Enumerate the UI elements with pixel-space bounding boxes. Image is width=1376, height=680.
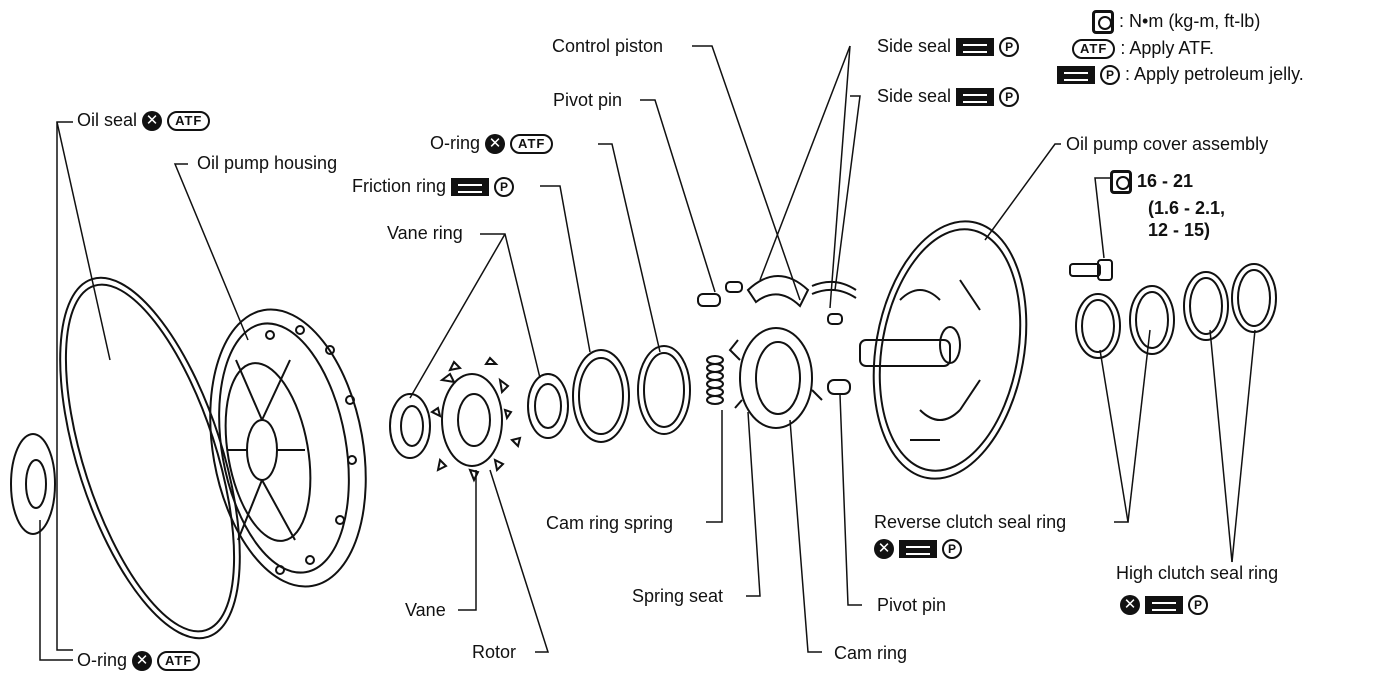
replace-x-icon: ✕ xyxy=(132,651,153,672)
oil-pump-cover-part xyxy=(859,220,1028,480)
p-symbol-icon: P xyxy=(1100,65,1121,86)
vane-ring-part xyxy=(527,373,569,439)
friction-ring-part xyxy=(572,349,630,443)
rotor-and-vanes-part xyxy=(430,356,522,483)
o-ring-small-part xyxy=(10,433,56,535)
reverse-clutch-seal-ring-part xyxy=(1075,293,1121,359)
cam-ring-spring-part xyxy=(706,355,724,405)
label-reverse-clutch-seal-ring: Reverse clutch seal ring xyxy=(874,512,1067,532)
legend-jelly: P : Apply petroleum jelly. xyxy=(1057,64,1304,86)
side-seal-part xyxy=(811,280,857,299)
pivot-pin-top-part xyxy=(697,293,721,307)
petroleum-jelly-icon xyxy=(956,88,995,107)
atf-icon: ATF xyxy=(157,651,201,672)
label-rotor: Rotor xyxy=(472,642,517,662)
label-high-clutch-seal-ring: High clutch seal ring xyxy=(1116,563,1279,583)
atf-icon: ATF xyxy=(510,134,554,155)
high-clutch-symbols: ✕ P xyxy=(1120,594,1209,616)
replace-x-icon: ✕ xyxy=(485,134,506,155)
torque-spec-line2: (1.6 - 2.1, xyxy=(1148,198,1226,218)
friction-ring-small-part xyxy=(389,393,431,459)
petroleum-jelly-icon xyxy=(1057,66,1095,85)
cam-ring-part xyxy=(728,327,823,429)
label-oil-seal: Oil seal ✕ ATF xyxy=(77,110,211,132)
legend-torque: : N•m (kg-m, ft-lb) xyxy=(1092,10,1260,34)
bolt-part xyxy=(1069,259,1113,281)
high-clutch-seal-ring-part xyxy=(1183,271,1229,341)
petroleum-jelly-icon xyxy=(956,38,995,57)
oil-seal-ring-part xyxy=(59,276,241,640)
label-o-ring-top: O-ring ✕ ATF xyxy=(430,133,554,155)
p-symbol-icon: P xyxy=(999,37,1020,58)
petroleum-jelly-icon xyxy=(899,540,938,559)
replace-x-icon: ✕ xyxy=(142,111,163,132)
label-side-seal-1: Side seal P xyxy=(877,36,1020,58)
atf-icon: ATF xyxy=(167,111,211,132)
label-cam-ring-spring: Cam ring spring xyxy=(546,513,674,533)
reverse-clutch-symbols: ✕ P xyxy=(874,538,963,560)
label-cam-ring: Cam ring xyxy=(834,643,908,663)
label-oil-pump-housing: Oil pump housing xyxy=(197,153,338,173)
petroleum-jelly-icon xyxy=(451,178,490,197)
oil-pump-housing-part xyxy=(209,308,367,588)
label-o-ring-bottom: O-ring ✕ ATF xyxy=(77,650,201,672)
label-pivot-pin-bottom: Pivot pin xyxy=(877,595,947,615)
control-piston-part xyxy=(746,275,810,308)
label-friction-ring: Friction ring P xyxy=(352,176,515,198)
label-control-piston: Control piston xyxy=(552,36,664,56)
replace-x-icon: ✕ xyxy=(1120,595,1140,616)
replace-x-icon: ✕ xyxy=(874,539,894,560)
label-side-seal-2: Side seal P xyxy=(877,86,1020,108)
label-pivot-pin-top: Pivot pin xyxy=(553,90,623,110)
torque-spec: 16 - 21 xyxy=(1110,170,1193,194)
torque-wrench-icon xyxy=(1092,10,1114,34)
p-symbol-icon: P xyxy=(1188,595,1209,616)
label-vane-ring: Vane ring xyxy=(387,223,463,243)
o-ring-top-part xyxy=(637,345,691,435)
p-symbol-icon: P xyxy=(494,177,515,198)
pivot-pin-bottom-part xyxy=(827,379,851,395)
p-symbol-icon: P xyxy=(942,539,963,560)
atf-icon: ATF xyxy=(1072,39,1116,60)
label-spring-seat: Spring seat xyxy=(632,586,724,606)
leader-lines xyxy=(39,45,1256,661)
p-symbol-icon: P xyxy=(999,87,1020,108)
label-oil-pump-cover-assembly: Oil pump cover assembly xyxy=(1066,134,1269,154)
petroleum-jelly-icon xyxy=(1145,596,1184,615)
torque-spec-line3: 12 - 15) xyxy=(1148,220,1211,240)
legend-atf: ATF : Apply ATF. xyxy=(1072,38,1214,60)
label-vane: Vane xyxy=(405,600,446,620)
torque-wrench-icon xyxy=(1110,170,1132,194)
